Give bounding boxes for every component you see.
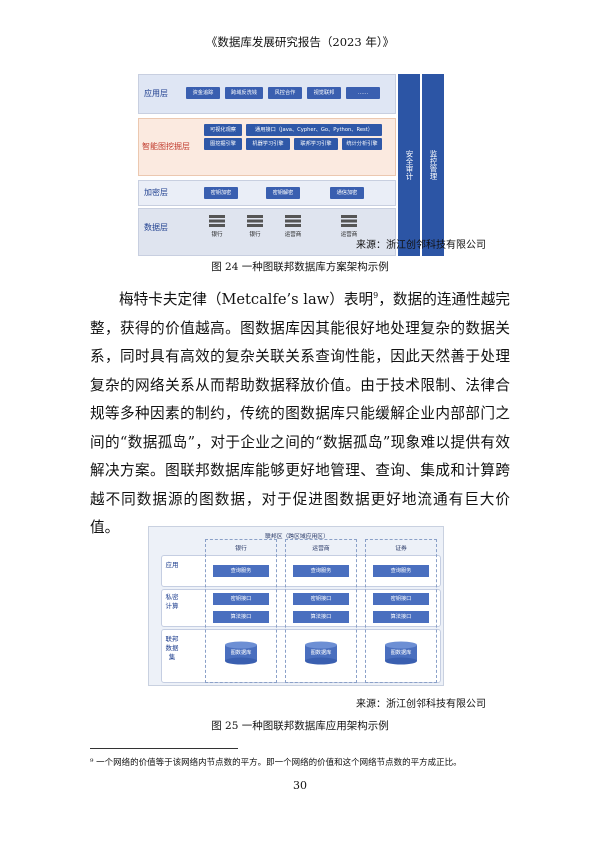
paragraph-text-rest: ，数据的连通性越完整，获得的价值越高。图数据库因其能很好地处理复杂的数据关系，同… xyxy=(90,291,510,536)
column-header: 证券 xyxy=(395,546,407,552)
database-cylinder-icon xyxy=(305,641,337,665)
footnote-divider xyxy=(90,748,238,749)
data-source-label: 银行 xyxy=(211,232,223,238)
database-cylinder-icon xyxy=(385,641,417,665)
securities-column-frame xyxy=(365,539,437,683)
database-cylinder-icon xyxy=(225,641,257,665)
body-paragraph: 梅特卡夫定律（Metcalfe’s law）表明9，数据的连通性越完整，获得的价… xyxy=(90,286,510,543)
enc-item: 通信加密 xyxy=(330,187,364,199)
row-label-app: 应用 xyxy=(165,561,179,569)
server-icon xyxy=(209,215,225,227)
operator-column-frame xyxy=(285,539,357,683)
figure-24-caption: 图 24 一种图联邦数据库方案架构示例 xyxy=(211,261,389,273)
ai-item: 可视化观察 xyxy=(204,124,242,136)
app-item: …… xyxy=(346,87,380,99)
enc-item: 密钥解密 xyxy=(266,187,300,199)
monitor-management-column: 监控管理 xyxy=(422,74,444,256)
figure-25-source: 来源：浙江创邻科技有限公司 xyxy=(356,699,486,710)
enc-item: 密钥加密 xyxy=(204,187,238,199)
encryption-layer-label: 加密层 xyxy=(144,188,168,197)
bank-column-frame xyxy=(205,539,277,683)
row-label-compute: 私密计算 xyxy=(165,593,179,610)
app-item: 风控合作 xyxy=(268,87,302,99)
query-service: 查询服务 xyxy=(373,565,429,577)
page-number: 30 xyxy=(293,779,307,792)
figure-24-source: 来源：浙江创邻科技有限公司 xyxy=(356,240,486,251)
graph-db-label: 图数据库 xyxy=(310,650,332,656)
federation-zone-title: 联邦区（跨区域应用区） xyxy=(265,534,329,540)
footnote-text: ⁹ 一个网络的价值等于该网络内节点数的平方。即一个网络的价值和这个网络节点数的平… xyxy=(90,758,462,768)
figure-25-caption: 图 25 一种图联邦数据库应用架构示例 xyxy=(211,720,389,732)
security-audit-column: 安全审计 xyxy=(398,74,420,256)
graph-db-label: 图数据库 xyxy=(230,650,252,656)
ai-layer-label: 智能图挖掘层 xyxy=(142,142,190,151)
figure-24-architecture: 应用层 资金追踪 跨域反洗钱 风控合作 视觉联邦 …… 智能图挖掘层 可视化观察… xyxy=(138,72,444,256)
data-layer-label: 数据层 xyxy=(144,223,168,232)
ai-item: 通用接口（Java、Cypher、Go、Python、Rest） xyxy=(246,124,382,136)
server-icon xyxy=(341,215,357,227)
key-interface: 密钥接口 xyxy=(213,593,269,605)
app-item: 跨域反洗钱 xyxy=(225,87,263,99)
query-service: 查询服务 xyxy=(293,565,349,577)
key-interface: 密钥接口 xyxy=(293,593,349,605)
server-icon xyxy=(285,215,301,227)
page-header-title: 《数据库发展研究报告（2023 年）》 xyxy=(205,35,395,49)
app-layer-label: 应用层 xyxy=(144,89,168,98)
ai-item: 统计分析引擎 xyxy=(342,138,382,150)
data-source-label: 银行 xyxy=(249,232,261,238)
data-source-label: 运营商 xyxy=(284,232,302,238)
algorithm-interface: 算法接口 xyxy=(293,611,349,623)
graph-db-label: 图数据库 xyxy=(390,650,412,656)
data-source-label: 运营商 xyxy=(340,232,358,238)
algorithm-interface: 算法接口 xyxy=(213,611,269,623)
row-label-data: 联邦数据集 xyxy=(165,635,179,661)
query-service: 查询服务 xyxy=(213,565,269,577)
server-icon xyxy=(247,215,263,227)
app-item: 资金追踪 xyxy=(186,87,220,99)
ai-item: 图挖掘引擎 xyxy=(204,138,242,150)
ai-item: 联邦学习引擎 xyxy=(294,138,338,150)
key-interface: 密钥接口 xyxy=(373,593,429,605)
algorithm-interface: 算法接口 xyxy=(373,611,429,623)
paragraph-text-start: 梅特卡夫定律（Metcalfe’s law）表明 xyxy=(119,291,374,308)
column-header: 运营商 xyxy=(312,546,330,552)
figure-25-architecture: 联邦区（跨区域应用区） 银行 运营商 证券 应用 私密计算 联邦数据集 查询服务… xyxy=(148,526,444,686)
app-item: 视觉联邦 xyxy=(307,87,341,99)
ai-item: 机器学习引擎 xyxy=(246,138,290,150)
footnote-marker: 9 xyxy=(373,291,379,301)
column-header: 银行 xyxy=(235,546,247,552)
